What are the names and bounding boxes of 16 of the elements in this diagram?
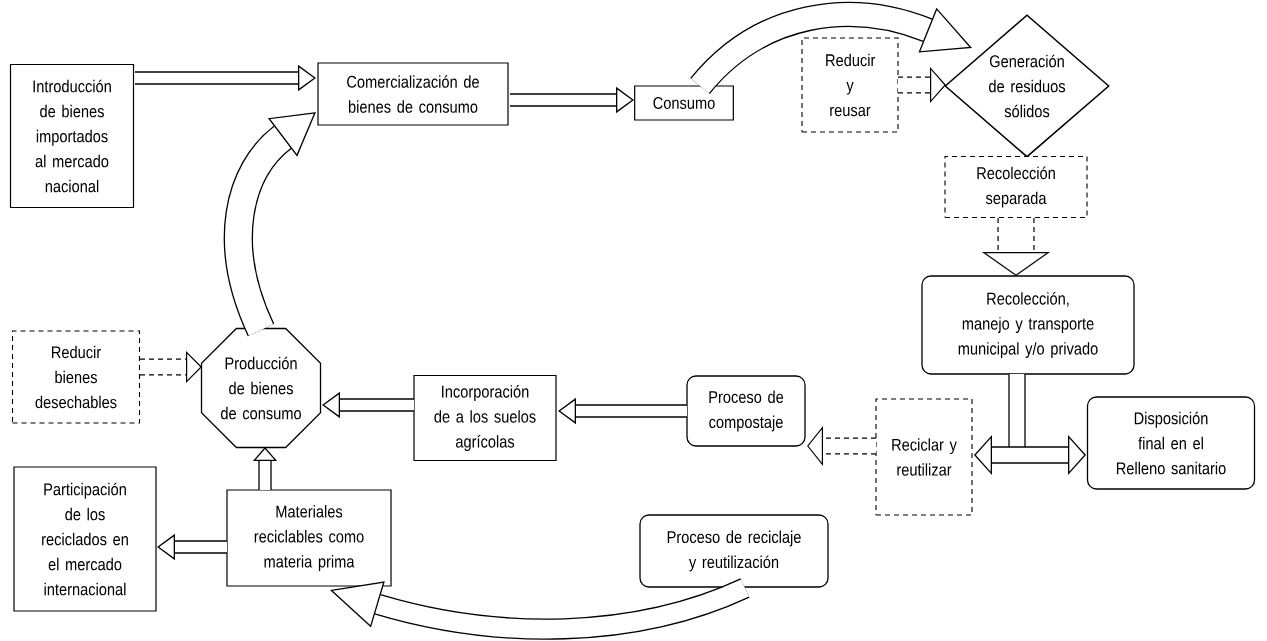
process-box: Participación de los reciclados en el mercado internacional xyxy=(13,466,157,612)
dashed-box: Reducir y reusar xyxy=(801,37,899,133)
process-box: Introducción de bienes importados al mercado nacional xyxy=(9,63,135,209)
process-box: Incorporación de a los suelos agrícolas xyxy=(413,374,557,462)
curved-arrow xyxy=(330,578,750,640)
dashed-box: Reducir bienes desechables xyxy=(11,330,141,424)
cross-arrow xyxy=(974,374,1086,476)
dashed-box: Recolección separada xyxy=(944,155,1088,219)
curved-arrow xyxy=(690,1,972,95)
curved-arrow xyxy=(223,112,316,336)
octagon: Producción de bienes de consumo xyxy=(200,327,322,449)
rounded-box: Disposición final en el Relleno sanitario xyxy=(1086,396,1256,490)
process-box: Comercialización de bienes de consumo xyxy=(317,62,509,126)
dashed-box: Reciclar y reutilizar xyxy=(875,398,973,516)
rounded-box: Proceso de reciclaje y reutilización xyxy=(639,514,829,588)
rounded-box: Proceso de compostaje xyxy=(686,375,806,447)
